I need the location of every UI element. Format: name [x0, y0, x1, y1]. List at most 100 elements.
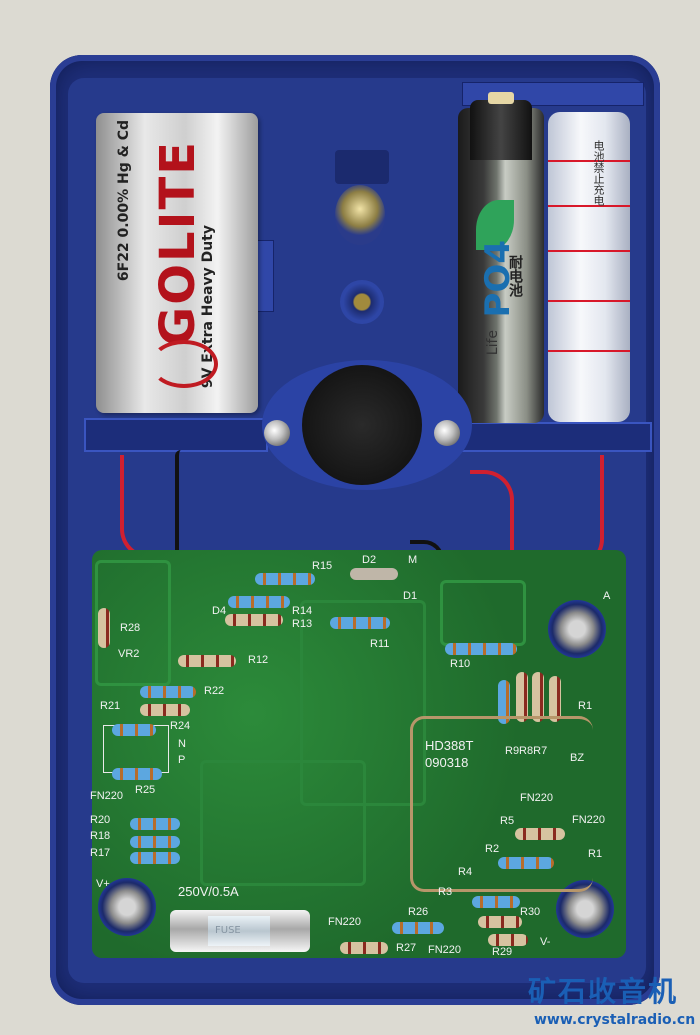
- pcb-label-m: M: [408, 554, 418, 566]
- pcb-label-r11: R11: [370, 638, 390, 650]
- pcb-label-vr2: VR2: [118, 648, 140, 660]
- mount-post-top: [335, 185, 385, 245]
- battery-aa-cn-text: 耐电池: [507, 255, 523, 297]
- fuse-print: FUSE: [215, 925, 241, 936]
- pcb-label-vplus: V+: [96, 878, 110, 890]
- pcb-label-fn220-d: FN220: [328, 916, 362, 928]
- battery-red-line: [548, 350, 630, 352]
- buzzer-disc: [302, 365, 422, 485]
- resistor: [478, 916, 522, 928]
- pcb-label-r28: R28: [120, 622, 141, 634]
- pcb-label-r14: R14: [292, 605, 313, 617]
- resistor: [255, 573, 315, 585]
- pcb-label-r2: R2: [485, 843, 500, 855]
- resistor: [516, 672, 528, 722]
- battery-aa-cap: [488, 92, 514, 104]
- battery-rail-right: [458, 422, 652, 452]
- resistor: [98, 608, 110, 648]
- case-clip: [335, 150, 389, 184]
- resistor: [532, 672, 544, 722]
- screw-icon: [264, 420, 290, 446]
- pcb-label-r5: R5: [500, 815, 515, 827]
- pcb-trace: [440, 580, 526, 646]
- resistor: [350, 568, 398, 580]
- resistor: [130, 836, 180, 848]
- resistor: [228, 596, 290, 608]
- mount-post-threaded: [340, 280, 384, 324]
- pcb-label-d2: D2: [362, 554, 377, 566]
- pcb-label-bz: BZ: [570, 752, 585, 764]
- battery-red-line: [548, 250, 630, 252]
- pcb-label-r25: R25: [135, 784, 156, 796]
- pcb-label-p: P: [178, 754, 186, 766]
- watermark-url: www.crystalradio.cn: [534, 1012, 696, 1028]
- battery-rail-left: [84, 418, 268, 452]
- pcb-label-r18: R18: [90, 830, 111, 842]
- battery-red-line: [548, 300, 630, 302]
- red-wire: [470, 470, 514, 584]
- pcb-label-r4: R4: [458, 866, 473, 878]
- pcb-label-r30: R30: [520, 906, 541, 918]
- pcb-label-r22: R22: [204, 685, 225, 697]
- pcb-label-r1: R1: [578, 700, 593, 712]
- pcb-label-r29: R29: [492, 946, 513, 958]
- pcb-model: HD388T: [425, 738, 474, 753]
- resistor: [340, 942, 388, 954]
- resistor: [178, 655, 236, 667]
- resistor: [515, 828, 565, 840]
- pcb-label-r3: R3: [438, 886, 453, 898]
- terminal-10a: [548, 600, 606, 658]
- battery-aa-green: [458, 108, 544, 423]
- pcb-label-d1: D1: [403, 590, 418, 602]
- pcb-trace: [95, 560, 171, 686]
- battery-aa-white: [548, 112, 630, 422]
- fuse-glass: [208, 916, 270, 946]
- pcb-label-r27: R27: [396, 942, 417, 954]
- pcb-date: 090318: [425, 755, 469, 770]
- pcb-label-fn220-e: FN220: [428, 944, 462, 956]
- terminal-vplus: [98, 878, 156, 936]
- black-wire: [175, 450, 199, 580]
- pcb-label-r17: R17: [90, 847, 111, 859]
- watermark-cn: 矿石收音机: [528, 975, 679, 1008]
- pcb-label-a: A: [603, 590, 611, 602]
- battery-9v-brand: GOLITE: [150, 140, 206, 347]
- pcb-label-fn220-c: FN220: [572, 814, 606, 826]
- battery-red-line: [548, 205, 630, 207]
- pcb-label-n: N: [178, 738, 186, 750]
- screw-icon: [434, 420, 460, 446]
- pcb-label-r13: R13: [292, 618, 313, 630]
- pcb-label-r12: R12: [248, 654, 269, 666]
- pcb-label-r9r8r7: R9R8R7: [505, 745, 548, 757]
- resistor: [140, 686, 196, 698]
- resistor: [112, 768, 162, 780]
- pcb-trace: [200, 760, 366, 886]
- resistor: [330, 617, 390, 629]
- pcb-voltage-label: 250V/0.5A: [178, 884, 239, 899]
- pcb-label-r20: R20: [90, 814, 111, 826]
- battery-aa-life: Life: [485, 330, 501, 356]
- pcb-label-fn220-a: FN220: [90, 790, 124, 802]
- resistor: [112, 724, 156, 736]
- pcb-label-vminus: V-: [540, 936, 551, 948]
- battery-9v-logo: [150, 340, 218, 388]
- pcb-label-r15: R15: [312, 560, 333, 572]
- resistor: [498, 680, 510, 724]
- resistor: [225, 614, 283, 626]
- resistor: [549, 676, 561, 722]
- battery-red-line: [548, 160, 630, 162]
- resistor: [498, 857, 554, 869]
- battery-aa-top: [470, 100, 532, 160]
- pcb-label-fn220-b: FN220: [520, 792, 554, 804]
- shunt-wire: [410, 716, 593, 892]
- resistor: [472, 896, 520, 908]
- resistor: [392, 922, 444, 934]
- pcb-label-d4: D4: [212, 605, 227, 617]
- battery-9v-spec: 6F22 0.00% Hg & Cd: [116, 120, 132, 282]
- pcb-label-r24: R24: [170, 720, 191, 732]
- resistor: [130, 852, 180, 864]
- pcb-label-r26: R26: [408, 906, 429, 918]
- battery-aa-white-text: 电池禁止充电: [592, 140, 605, 206]
- resistor: [140, 704, 190, 716]
- resistor: [445, 643, 517, 655]
